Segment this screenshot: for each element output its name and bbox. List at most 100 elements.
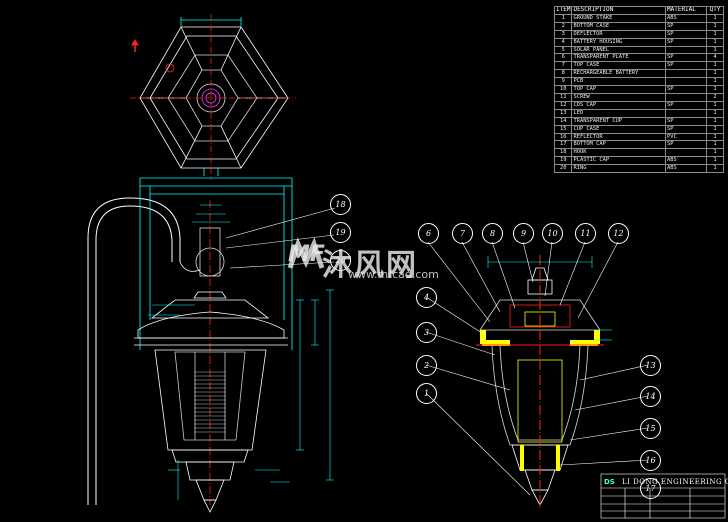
bom-qty: 1 [706, 156, 724, 166]
bom-item-number: 17 [553, 140, 573, 150]
bom-description: TRANSPARENT CUP [571, 116, 666, 126]
bom-item-number: 12 [553, 100, 573, 110]
section-dimensions [487, 256, 612, 341]
bom-material: SP [665, 61, 707, 71]
watermark-logo-shape [287, 237, 325, 269]
bom-qty: 1 [706, 108, 724, 118]
bom-description: BOTTOM CASE [571, 21, 666, 31]
bom-material [665, 77, 707, 87]
bom-item-number: 4 [553, 37, 573, 47]
balloon-number: 16 [645, 456, 656, 465]
front-dimensions [148, 204, 334, 500]
bom-qty: 1 [706, 100, 724, 110]
balloon: 7 [452, 223, 473, 244]
balloon: 14 [640, 386, 661, 407]
bom-material: SP [665, 21, 707, 31]
bom-item-number: 16 [553, 132, 573, 142]
balloon-number: 19 [335, 228, 346, 237]
bom-item-number: 18 [553, 148, 573, 158]
balloon: 1 [416, 383, 437, 404]
balloon: 2 [416, 355, 437, 376]
bom-header-material: MATERIAL [665, 6, 707, 15]
bom-material: SP [665, 116, 707, 126]
balloon-number: 11 [580, 229, 591, 238]
bom-description: CDS CAP [571, 100, 666, 110]
bom-material: PVC [665, 132, 707, 142]
section-center [476, 255, 604, 510]
balloon-number: 10 [547, 229, 558, 238]
title-block-logo: DS [604, 478, 615, 486]
bom-qty: 1 [706, 69, 724, 79]
bom-item-number: 5 [553, 45, 573, 55]
front-bottom [171, 449, 249, 513]
balloon-number: 3 [423, 328, 430, 337]
balloon-number: 9 [520, 229, 527, 238]
balloon-number: 8 [489, 229, 496, 238]
bom-description: BOTTOM CAP [571, 140, 666, 150]
balloon-number: 17 [645, 484, 656, 493]
balloon: 15 [640, 418, 661, 439]
bom-material: ABS [665, 164, 707, 174]
bom-qty: 1 [706, 13, 724, 23]
bom-material: SP [665, 53, 707, 63]
title-block [600, 473, 726, 519]
balloon-number: 7 [459, 229, 466, 238]
balloon: 13 [640, 355, 661, 376]
bom-header-qty: QTY [706, 6, 724, 15]
bom-item-number: 9 [553, 77, 573, 87]
section-mark [131, 39, 139, 52]
bom-material [665, 108, 707, 118]
bom-qty: 1 [706, 45, 724, 55]
bom-description: PCB [571, 77, 666, 87]
balloon-number: 2 [423, 361, 430, 370]
balloon: 16 [640, 450, 661, 471]
bom-material: SP [665, 140, 707, 150]
balloon-number: 13 [645, 361, 656, 370]
bom-material [665, 148, 707, 158]
balloon-number: 20 [335, 256, 346, 265]
bom-description: SOLAR PANEL [571, 45, 666, 55]
bom-item-number: 2 [553, 21, 573, 31]
front-leaders [225, 207, 336, 269]
bom-qty: 1 [706, 164, 724, 174]
bom-item-number: 1 [553, 13, 573, 23]
balloon-number: 1 [423, 389, 430, 398]
bom-material: ABS [665, 156, 707, 166]
bom-qty: 1 [706, 61, 724, 71]
bom-item-number: 14 [553, 116, 573, 126]
bom-description: GROUND STAKE [571, 13, 666, 23]
balloon-number: 4 [423, 293, 430, 302]
bom-qty: 1 [706, 124, 724, 134]
balloon: 3 [416, 322, 437, 343]
bom-description: TOP CASE [571, 61, 666, 71]
bom-description: LED [571, 108, 666, 118]
bom-description: HOOK [571, 148, 666, 158]
balloon: 12 [608, 223, 629, 244]
balloon: 11 [575, 223, 596, 244]
bom-material: SP [665, 37, 707, 47]
balloon: 17 [640, 478, 661, 499]
bom-description: RECHARGEABLE BATTERY [571, 69, 666, 79]
balloon-number: 18 [335, 200, 346, 209]
bom-description: TOP CAP [571, 85, 666, 94]
bom-header-item: ITEM [553, 6, 573, 15]
bom-description: BATTERY HOUSING [571, 37, 666, 47]
bom-header-row: ITEM DESCRIPTION MATERIAL QTY [553, 6, 724, 15]
bom-item-number: 15 [553, 124, 573, 134]
bom-item-number: 7 [553, 61, 573, 71]
top-view [130, 14, 296, 180]
bom-qty: 1 [706, 37, 724, 47]
bom-item-number: 6 [553, 53, 573, 63]
bom-qty: 1 [706, 116, 724, 126]
bom-description: TRANSPARENT PLATE [571, 53, 666, 63]
bom-description: CUP CASE [571, 124, 666, 134]
